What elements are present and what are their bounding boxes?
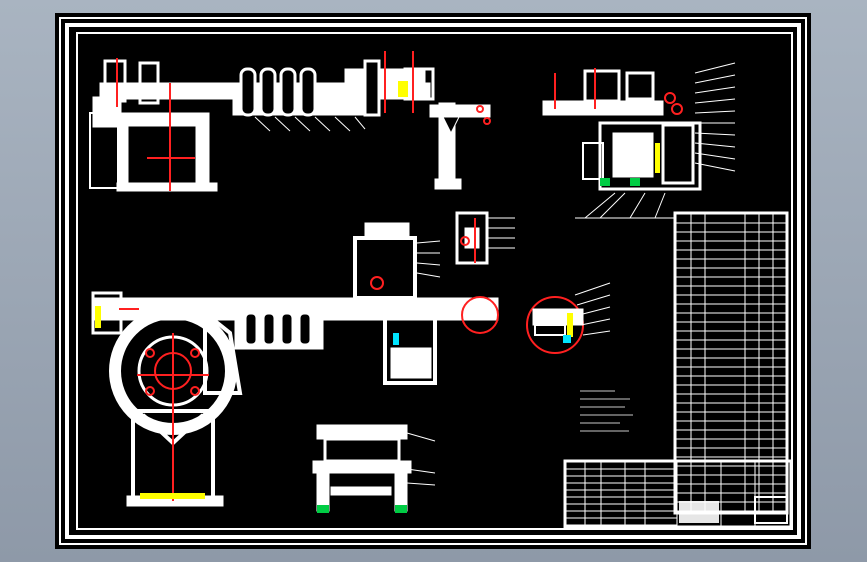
circled-detail-markers	[563, 313, 573, 343]
sheet-borders	[59, 17, 807, 545]
front-assembly-centerlines	[119, 308, 209, 501]
circled-detail-view	[532, 308, 584, 336]
circled-detail-leaders	[574, 282, 611, 336]
technical-requirements-notes	[580, 390, 633, 432]
title-block	[563, 459, 793, 529]
top-assembly-view	[89, 59, 491, 192]
side-view-markers	[600, 143, 660, 186]
side-view-leaders	[575, 62, 736, 219]
base-stand-markers	[317, 505, 407, 513]
side-view-centerlines	[554, 68, 683, 115]
front-assembly-markers	[95, 306, 399, 499]
top-assembly-centerlines	[116, 51, 491, 191]
detail-view-centerlines	[370, 218, 476, 290]
base-stand-view	[312, 424, 412, 512]
front-assembly-view	[91, 291, 499, 507]
top-assembly-leaders	[254, 116, 366, 132]
parts-list-table	[673, 211, 789, 515]
base-stand-leaders	[406, 432, 436, 486]
front-assembly-springs	[243, 311, 313, 347]
detail-view-middle	[353, 211, 489, 300]
top-assembly-highlight	[398, 81, 408, 97]
cad-drawing	[59, 17, 807, 545]
drawing-sheet	[55, 13, 811, 549]
side-view-right	[542, 69, 702, 191]
detail-view-leaders	[416, 217, 515, 278]
